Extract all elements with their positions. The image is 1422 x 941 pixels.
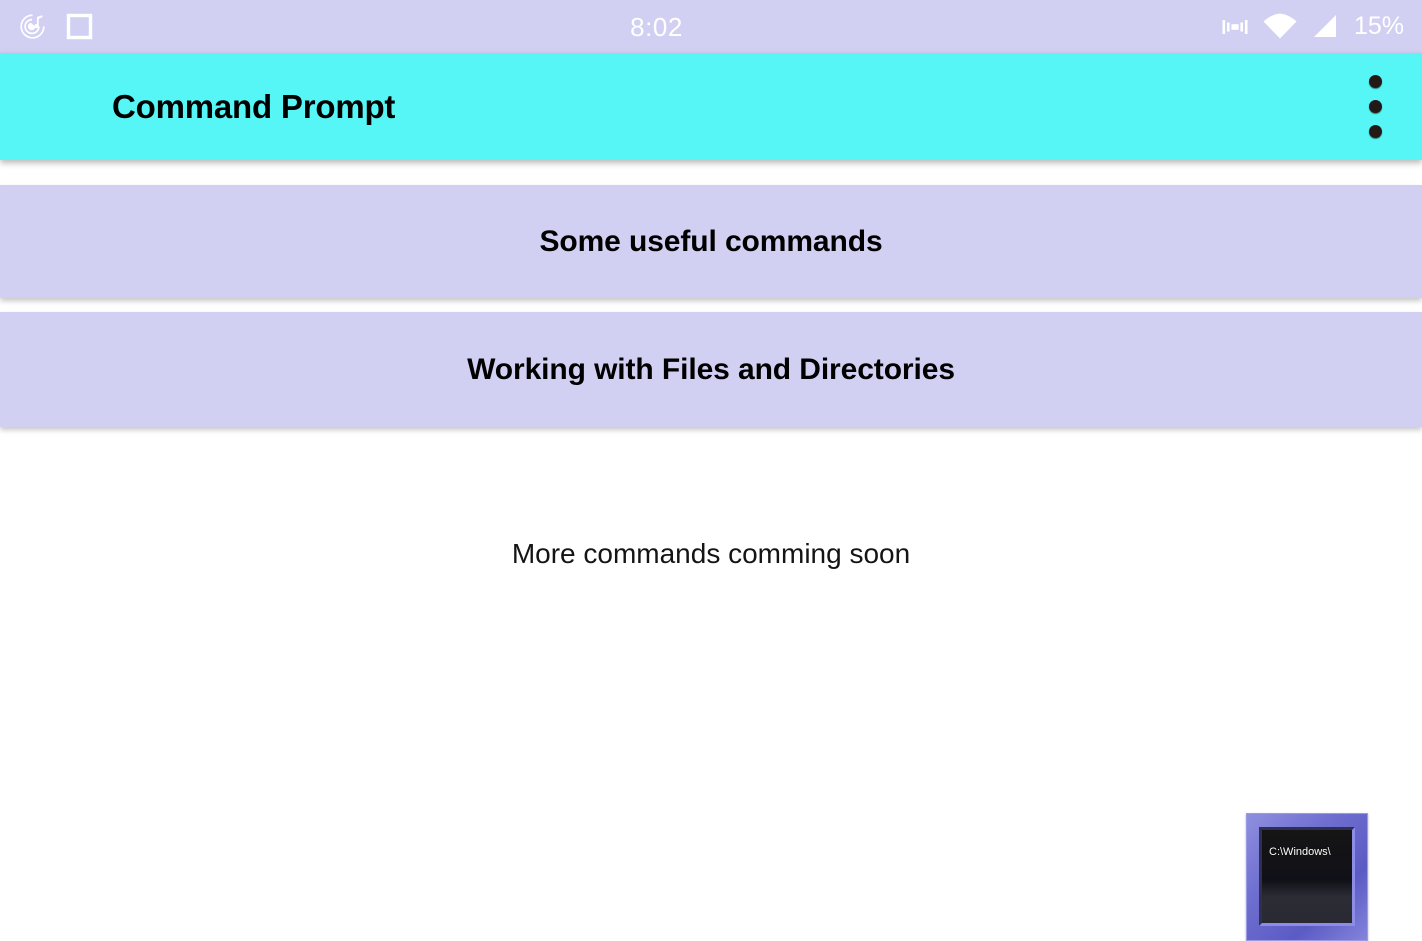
overflow-menu-icon[interactable] [1352, 66, 1398, 148]
overflow-dot [1368, 75, 1382, 88]
status-bar-clock: 8:02 [630, 11, 683, 42]
overflow-dot [1368, 125, 1382, 138]
cellular-signal-icon [1310, 12, 1340, 42]
status-bar-system-icons: 15% [1220, 12, 1404, 42]
card-working-with-files-and-directories[interactable]: Working with Files and Directories [0, 312, 1422, 427]
coming-soon-note: More commands comming soon [511, 538, 911, 569]
overflow-dot [1368, 100, 1382, 113]
battery-percentage-label: 15% [1353, 12, 1404, 40]
card-label: Working with Files and Directories [467, 352, 955, 386]
status-bar-notification-icons [18, 12, 93, 42]
card-label: Some useful commands [539, 224, 883, 258]
vibrate-icon [1220, 12, 1250, 42]
card-some-useful-commands[interactable]: Some useful commands [0, 185, 1422, 298]
main-content: Some useful commands Working with Files … [0, 160, 1422, 941]
command-prompt-icon-screen: C:\Windows\ [1259, 827, 1355, 926]
page-title: Command Prompt [112, 87, 396, 125]
command-prompt-icon-path-text: C:\Windows\ [1269, 846, 1331, 858]
android-status-bar: 8:02 15% [0, 0, 1422, 53]
wifi-icon [1262, 12, 1298, 42]
app-bar: Command Prompt [0, 53, 1422, 160]
command-prompt-icon: C:\Windows\ [1246, 813, 1368, 941]
square-notification-icon [66, 13, 93, 40]
music-notification-icon [18, 12, 48, 42]
